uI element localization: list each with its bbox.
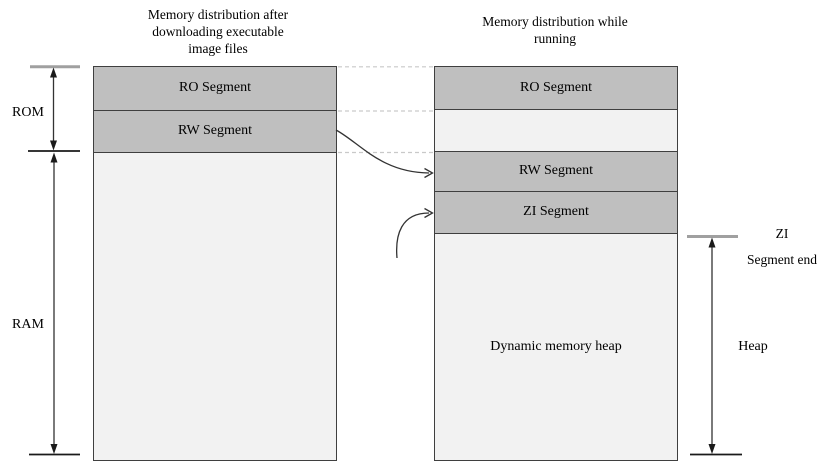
rw-segment-right: RW Segment [435, 151, 677, 192]
zi-init-arrowhead [424, 207, 434, 219]
memory-box-download: RO Segment RW Segment [93, 66, 337, 461]
ro-segment-right-label: RO Segment [520, 79, 592, 95]
rw-segment-right-label: RW Segment [518, 163, 594, 178]
rw-segment-left-label: RW Segment [177, 123, 253, 138]
zi-segment-right: ZI Segment [435, 191, 677, 234]
ram-extent-ticks-and-arrow [29, 152, 80, 456]
right-column-title: Memory distribution while running [482, 14, 628, 46]
empty-ram-region [94, 153, 336, 461]
alignment-dashed-lines [338, 66, 433, 154]
zi-segment-right-label: ZI Segment [523, 204, 589, 219]
rom-range-label: ROM [12, 105, 44, 120]
left-column-title: Memory distribution after downloading ex… [147, 7, 289, 56]
heap-range-label: Heap [738, 339, 768, 354]
ro-segment-left: RO Segment [94, 67, 336, 111]
dynamic-heap-region: Dynamic memory heap [435, 234, 677, 461]
ro-segment-right: RO Segment [435, 67, 677, 110]
dynamic-heap-label: Dynamic memory heap [490, 338, 622, 354]
zi-segment-end-label: ZI Segment end [746, 226, 818, 267]
zi-init-arrow [395, 207, 434, 259]
rw-copy-arrow [335, 129, 434, 179]
rw-copy-arrowhead [424, 167, 434, 179]
rw-segment-left: RW Segment [94, 110, 336, 153]
ro-segment-left-label: RO Segment [179, 80, 251, 96]
reserved-gap-region [435, 109, 677, 152]
ram-range-label: RAM [12, 317, 44, 332]
memory-box-running: RO Segment RW Segment ZI Segment Dynamic… [434, 66, 678, 461]
